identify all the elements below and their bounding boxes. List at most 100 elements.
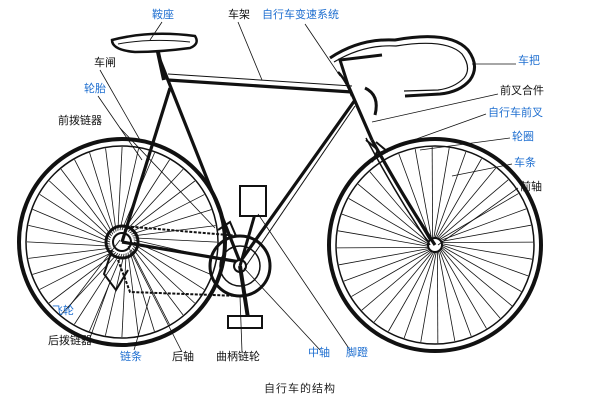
label-chain: 链条 xyxy=(120,349,142,363)
spoke xyxy=(341,213,429,246)
spoke xyxy=(133,243,205,290)
spoke xyxy=(105,253,125,336)
pedal-lower xyxy=(227,315,263,329)
label-spoke: 车条 xyxy=(514,155,536,169)
spoke xyxy=(89,253,123,332)
leader-lines xyxy=(67,21,519,353)
spoke xyxy=(337,230,429,247)
saddle-shape xyxy=(110,32,198,54)
front-derailleur-body xyxy=(217,220,237,237)
spoke xyxy=(420,251,437,343)
spoke xyxy=(373,251,433,323)
spoke xyxy=(74,159,114,235)
spoke xyxy=(414,148,432,240)
label-bottom-bracket: 中轴 xyxy=(308,345,330,359)
label-rear-axle: 后轴 xyxy=(172,349,194,363)
label-tire: 轮胎 xyxy=(84,81,106,95)
spoke xyxy=(438,179,509,240)
crank-arm-upper xyxy=(238,213,257,267)
spoke xyxy=(133,237,218,243)
spoke xyxy=(129,194,205,234)
seatpost xyxy=(156,51,166,81)
pedal-upper xyxy=(239,185,267,217)
front-tire xyxy=(327,137,543,353)
brake-lever xyxy=(364,86,378,116)
spoke xyxy=(32,209,111,243)
spoke xyxy=(132,247,184,316)
label-front-fork: 自行车前叉 xyxy=(488,105,543,119)
handlebar-assembly xyxy=(329,35,476,116)
spoke xyxy=(123,159,170,231)
spoke xyxy=(357,183,429,243)
rear-rim xyxy=(25,145,219,339)
spoke xyxy=(89,152,115,233)
fork-blade-rear xyxy=(365,137,431,246)
spoke xyxy=(403,251,436,339)
spoke xyxy=(119,148,139,231)
down-tube xyxy=(238,99,357,263)
spoke xyxy=(343,249,430,282)
spoke xyxy=(441,244,529,277)
label-fork-crown: 前叉合件 xyxy=(500,83,544,97)
spoke xyxy=(434,151,467,239)
label-pedal: 脚蹬 xyxy=(346,345,368,359)
spoke xyxy=(433,147,450,239)
spoke xyxy=(440,208,527,241)
chainring-inner xyxy=(219,245,261,287)
spoke xyxy=(39,194,111,241)
labels: 鞍座 车架 自行车变速系统 车闸 轮胎 前拨链器 车把 前叉合件 自行车前叉 轮… xyxy=(48,7,544,363)
spoke xyxy=(131,209,212,235)
label-rear-derailleur: 后拨链器 xyxy=(48,333,92,347)
spoke xyxy=(440,224,532,242)
spoke xyxy=(130,249,170,325)
spoke xyxy=(48,252,117,304)
spoke xyxy=(441,245,522,292)
saddle-assembly xyxy=(110,32,198,81)
label-front-axle: 前轴 xyxy=(520,179,542,193)
seat-stay-upper xyxy=(120,87,172,243)
frame-outline xyxy=(167,73,356,267)
label-brake: 车闸 xyxy=(94,55,116,69)
spoke xyxy=(125,169,184,231)
stem xyxy=(338,53,383,86)
spoke xyxy=(361,250,432,311)
spoke xyxy=(439,193,519,240)
spoke xyxy=(338,248,430,266)
spoke xyxy=(388,251,435,332)
spoke xyxy=(351,250,431,297)
spoke xyxy=(26,241,111,247)
label-saddle: 鞍座 xyxy=(152,7,174,21)
front-brake xyxy=(365,139,389,163)
spoke xyxy=(127,252,139,336)
spoke xyxy=(39,250,115,290)
spoke xyxy=(28,225,111,245)
rear-tire xyxy=(17,137,227,347)
fork-blade xyxy=(370,139,437,246)
spoke xyxy=(441,243,533,260)
spoke xyxy=(440,249,487,329)
spoke xyxy=(437,167,497,239)
spoke xyxy=(60,168,112,237)
diagram-caption: 自行车的结构 xyxy=(264,381,336,395)
spoke xyxy=(121,253,127,338)
spoke xyxy=(32,249,113,275)
spoke xyxy=(74,253,121,325)
spoke xyxy=(127,180,196,232)
spoke xyxy=(348,198,429,245)
spoke xyxy=(439,250,472,337)
label-crankset: 曲柄链轮 xyxy=(216,349,260,363)
spoke xyxy=(49,180,111,239)
spoke xyxy=(117,146,123,231)
label-derailleur-system: 自行车变速系统 xyxy=(262,7,339,21)
label-frame: 车架 xyxy=(228,7,250,21)
crank-arm xyxy=(238,265,250,319)
drop-bar xyxy=(329,35,476,98)
spoke xyxy=(440,248,501,319)
top-tube xyxy=(167,78,353,94)
spoke xyxy=(105,148,117,232)
spoke xyxy=(438,250,456,342)
chain-top xyxy=(121,225,241,237)
spoke xyxy=(133,245,195,304)
label-handlebar: 车把 xyxy=(518,53,540,67)
